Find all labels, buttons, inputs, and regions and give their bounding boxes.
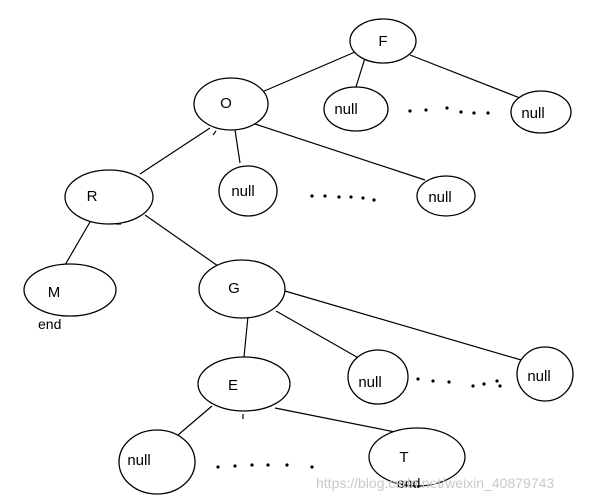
node-null-f2-label: null: [521, 105, 544, 122]
edge-f-null-f1: [354, 57, 366, 91]
ellipsis-dots-g: [416, 377, 502, 388]
node-g: G: [198, 259, 286, 319]
node-g-label: G: [228, 280, 240, 297]
edge-g-e: [243, 315, 249, 358]
node-null-f1: null: [323, 86, 389, 132]
ellipsis-dots-e: [216, 463, 314, 469]
node-f-label: F: [378, 33, 387, 50]
node-f: F: [349, 18, 417, 64]
node-m: M: [23, 263, 117, 317]
node-null-o1-label: null: [231, 183, 254, 200]
edge-r-g: [144, 214, 219, 267]
node-m-label: M: [48, 284, 61, 301]
edge-r-m: [64, 221, 91, 266]
watermark-text: https://blog.csdn.net/weixin_40879743: [316, 475, 554, 491]
node-null-g1: null: [347, 349, 409, 405]
edge-f-null-f2: [409, 54, 521, 99]
edge-o-null-o2: [254, 123, 426, 181]
node-null-f1-label: null: [334, 101, 357, 118]
node-t-end-marker: end: [397, 475, 420, 491]
node-e: E: [197, 356, 291, 412]
node-null-o2-label: null: [428, 189, 451, 206]
node-null-o2: null: [416, 175, 476, 217]
node-o: O: [193, 77, 269, 131]
node-r-label: R: [87, 188, 98, 205]
node-null-o1: null: [218, 165, 278, 217]
edge-f-o: [261, 51, 356, 93]
edge-g-null-g1: [275, 310, 363, 361]
tick-mark-o: [212, 130, 217, 136]
ellipsis-dots-o: [310, 194, 376, 202]
node-null-g1-label: null: [358, 374, 381, 391]
node-e-label: E: [228, 377, 238, 394]
edges: [64, 51, 529, 436]
node-null-e1-label: null: [127, 452, 150, 469]
node-null-e1: null: [118, 429, 196, 495]
node-null-g2: null: [516, 346, 574, 402]
node-r: R: [64, 169, 154, 225]
node-o-label: O: [220, 95, 232, 112]
edge-o-null-o1: [234, 129, 241, 164]
node-t: T: [368, 427, 466, 487]
edge-e-null-e1: [177, 405, 213, 436]
ellipsis-dots-f: [408, 106, 490, 115]
node-t-label: T: [399, 449, 408, 466]
edge-g-null-g2: [284, 290, 529, 363]
node-null-f2: null: [510, 90, 572, 134]
node-null-g2-label: null: [527, 368, 550, 385]
edge-o-r: [139, 127, 211, 175]
node-m-end-marker: end: [38, 316, 61, 332]
edge-e-t: [274, 407, 396, 433]
